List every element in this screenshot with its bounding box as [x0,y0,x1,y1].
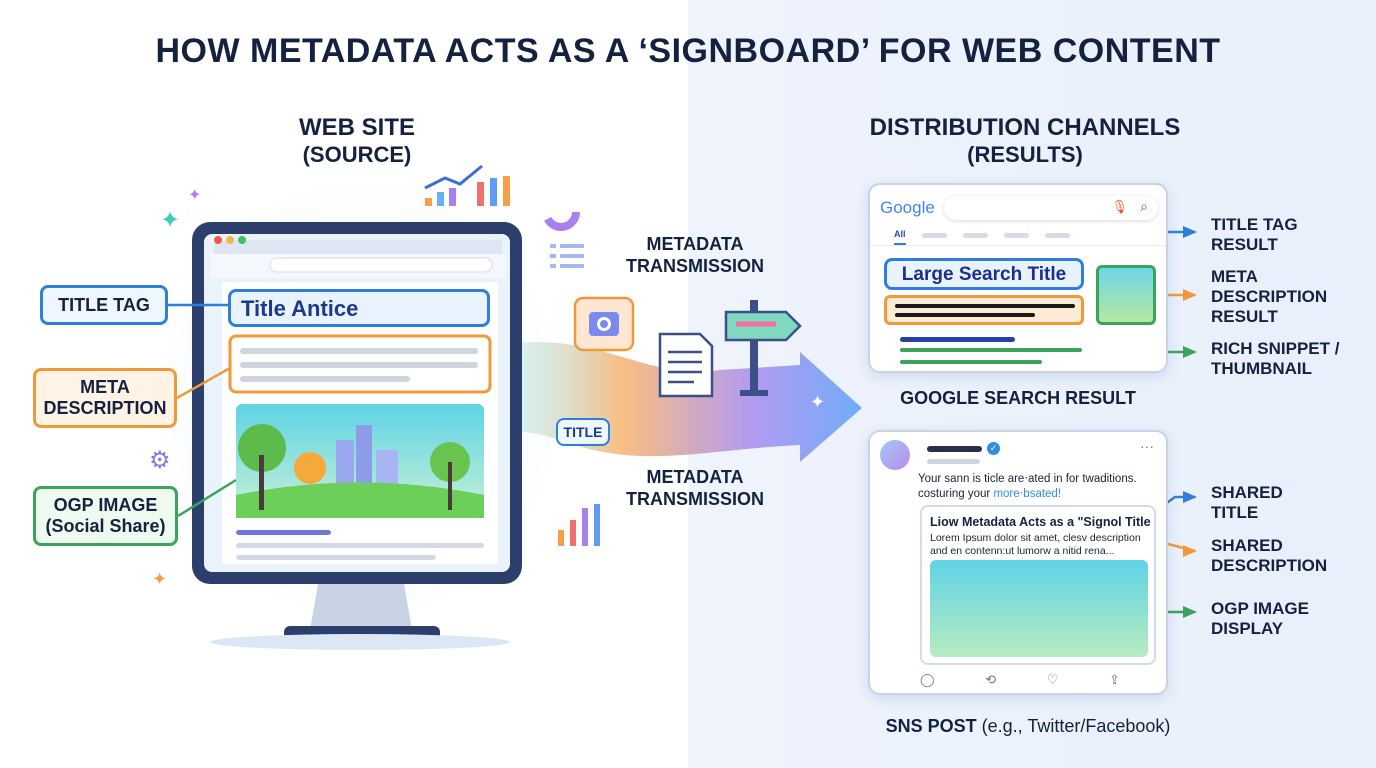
svg-text:✦: ✦ [152,569,167,589]
retweet-icon[interactable]: ⟲ [985,672,997,687]
title-tag-result-label: TITLE TAG RESULT [1211,215,1298,254]
tab-all[interactable]: All [894,229,906,245]
meta-description-label: META DESCRIPTION [33,368,177,428]
distribution-heading: DISTRIBUTION CHANNELS [869,114,1181,141]
svg-text:✦: ✦ [160,207,180,234]
share-icon[interactable]: ⇪ [1109,672,1120,687]
title-tag-token: TITLE [556,418,610,446]
search-icon[interactable]: ⌕ [1140,198,1148,214]
ogp-image-display [930,560,1148,657]
ogp-image-label-text: OGP IMAGE [53,495,158,515]
shared-link-card[interactable]: Liow Metadata Acts as a "Signol Title Lo… [920,505,1156,665]
google-search-input[interactable]: 🎙 ⌕ [944,196,1158,220]
ogp-image-label-sub: (Social Share) [45,516,166,536]
avatar [880,440,910,470]
shared-title-label: SHARED TITLE [1211,483,1283,522]
chart-icon [424,164,510,206]
mic-icon[interactable]: 🎙 [1111,199,1128,214]
sns-caption: SNS POST (e.g., Twitter/Facebook) [868,716,1188,737]
post-body: Your sann is ticle are‧ated in for twadi… [918,473,1137,500]
rich-snippet-label: RICH SNIPPET / THUMBNAIL [1211,339,1340,378]
verified-badge-icon: ✓ [987,442,1000,455]
like-icon[interactable]: ♡ [1046,672,1059,687]
shared-title: Liow Metadata Acts as a "Signol Title [930,515,1151,529]
svg-text:✦: ✦ [810,392,825,412]
sns-post-card: ✓ ··· Your sann is ticle are‧ated in for… [868,430,1168,695]
distribution-subheading: (RESULTS) [967,142,1083,167]
metadata-transmission-bottom: METADATA TRANSMISSION [625,467,764,509]
rich-snippet-thumbnail [1096,265,1156,325]
google-logo: Google [880,198,935,217]
svg-text:✦: ✦ [188,187,201,204]
more-options-icon[interactable]: ··· [1140,438,1154,454]
metadata-transmission-top: METADATA TRANSMISSION [625,234,764,276]
title-tag-label: TITLE TAG [40,285,168,325]
search-result-title[interactable]: Large Search Title [884,258,1084,290]
page-title-element: Title Antice [228,289,490,327]
page-title: HOW METADATA ACTS AS A ‘SIGNBOARD’ FOR W… [155,32,1221,70]
ogp-image-display-label: OGP IMAGE DISPLAY [1211,599,1309,638]
gear-icon: ⚙ [149,447,171,474]
signpost-icon [724,300,802,396]
website-heading: WEB SITE [298,114,415,141]
sns-caption-bold: SNS POST [885,716,977,736]
shared-description-label: SHARED DESCRIPTION [1211,536,1328,575]
google-search-card: Google 🎙 ⌕ All Large Search Title [868,183,1168,373]
website-subheading: (SOURCE) [302,142,412,167]
document-icon [658,332,714,398]
ogp-image-label: OGP IMAGE(Social Share) [33,486,178,546]
sns-caption-rest: (e.g., Twitter/Facebook) [981,716,1171,736]
search-result-description [884,295,1084,325]
reply-icon[interactable]: ◯ [920,672,935,687]
meta-description-result-label: META DESCRIPTION RESULT [1211,267,1328,326]
post-text: Your sann is ticle are‧ated in for twadi… [918,472,1158,502]
google-search-caption: GOOGLE SEARCH RESULT [900,388,1136,408]
shared-description: Lorem Ipsum dolor sit amet, clesv descri… [930,532,1141,557]
donut-chart-icon [542,193,580,231]
post-link[interactable]: more‧bsated! [993,488,1062,500]
monitor-stand [310,584,412,630]
